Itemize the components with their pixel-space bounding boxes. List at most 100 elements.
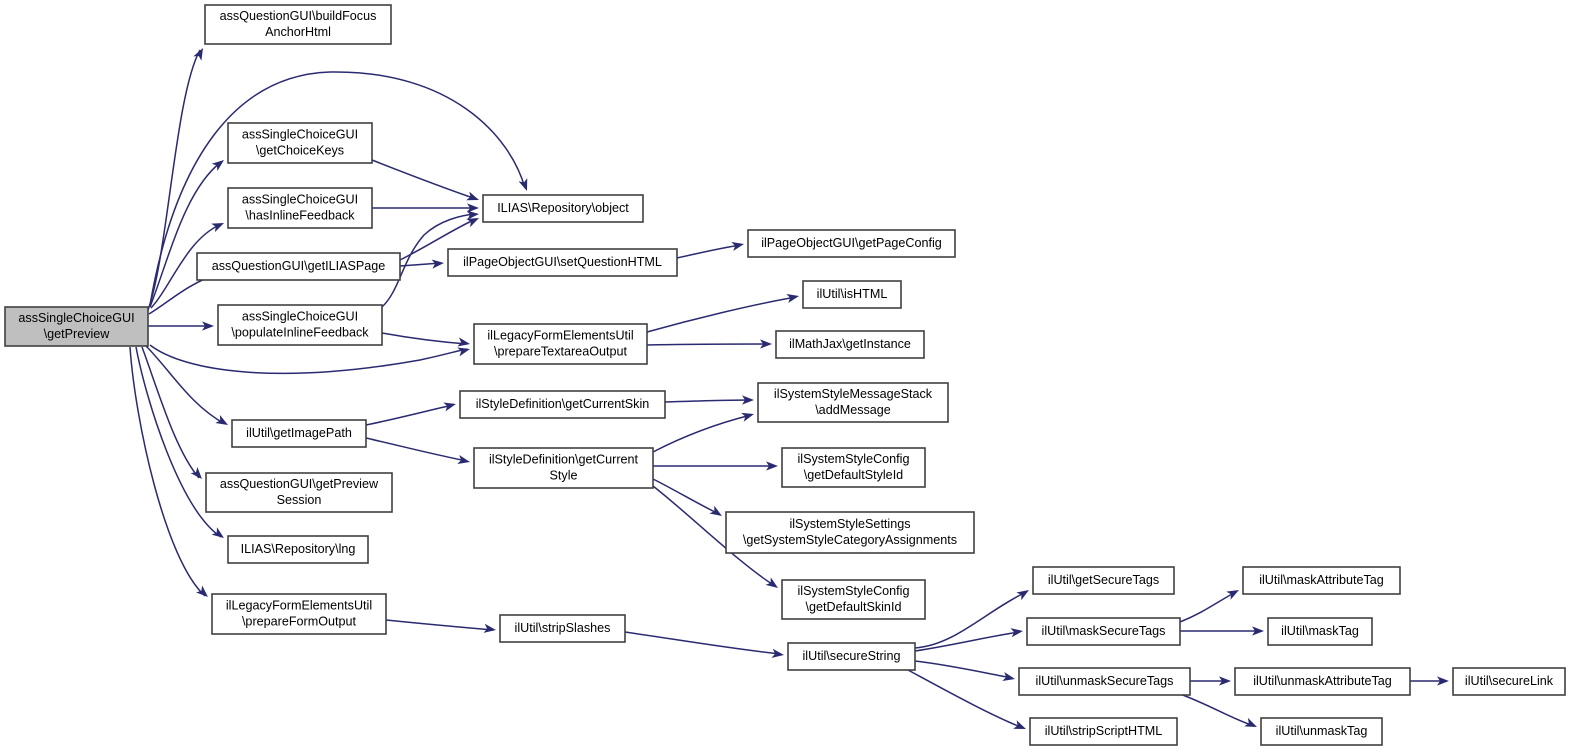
call-edge-getCurrentStyle-to-getDefaultSkinId <box>652 485 776 587</box>
call-edge-getPreview-to-getPreviewSession <box>141 346 200 479</box>
call-edge-maskSecureTags-to-maskAttributeTag <box>1179 591 1237 623</box>
call-graph-node-getChoiceKeys[interactable]: assSingleChoiceGUI\getChoiceKeys <box>227 122 373 164</box>
call-graph-node-secureString[interactable]: ilUtil\secureString <box>787 642 916 671</box>
node-box-getCurrentSkin[interactable] <box>459 390 666 419</box>
node-box-secureLink[interactable] <box>1452 667 1566 696</box>
arrowhead-populateInlineFeedback-to-object <box>466 210 479 220</box>
arrowhead-secureString-to-unmaskSecureTags <box>1002 672 1015 682</box>
node-box-maskAttributeTag[interactable] <box>1242 566 1401 595</box>
arrowhead-getCurrentStyle-to-getDefaultSkinId <box>765 577 778 588</box>
call-graph-node-secureLink[interactable]: ilUtil\secureLink <box>1452 667 1566 696</box>
call-edge-populateInlineFeedback-to-prepareTextareaOutput <box>381 332 468 345</box>
arrowhead-maskSecureTags-to-maskTag <box>1252 626 1264 636</box>
call-graph-node-unmaskTag[interactable]: ilUtil\unmaskTag <box>1260 717 1383 746</box>
call-edge-setQuestionHTML-to-getPageConfig <box>676 244 742 259</box>
call-graph-node-lng[interactable]: ILIAS\Repository\lng <box>227 535 369 564</box>
node-box-unmaskTag[interactable] <box>1260 717 1383 746</box>
arrowhead-prepareTextareaOutput-to-getInstance <box>760 339 772 349</box>
arrowhead-getPreview-to-hasInlineFeedback <box>211 223 224 233</box>
call-graph-node-addMessage[interactable]: ilSystemStyleMessageStack\addMessage <box>757 382 949 423</box>
node-box-maskTag[interactable] <box>1267 617 1373 646</box>
call-graph-node-getInstance[interactable]: ilMathJax\getInstance <box>775 330 925 359</box>
call-edge-getImagePath-to-getCurrentSkin <box>365 404 454 426</box>
call-graph-node-getDefaultSkinId[interactable]: ilSystemStyleConfig\getDefaultSkinId <box>781 579 926 620</box>
arrowhead-getILIASPage-to-object <box>466 218 479 228</box>
call-edge-getPreview-to-object <box>149 71 526 306</box>
node-box-getPreviewSession[interactable] <box>205 472 393 513</box>
call-graph-node-isHTML[interactable]: ilUtil\isHTML <box>802 280 902 309</box>
node-box-object[interactable] <box>482 194 644 223</box>
node-box-populateInlineFeedback[interactable] <box>217 304 383 346</box>
node-box-unmaskAttributeTag[interactable] <box>1234 667 1411 696</box>
node-box-setQuestionHTML[interactable] <box>447 248 678 277</box>
node-box-getPageConfig[interactable] <box>747 229 956 258</box>
call-edge-getPreview-to-getChoiceKeys <box>149 161 222 308</box>
call-edge-prepareTextareaOutput-to-isHTML <box>646 296 797 333</box>
arrowhead-stripSlashes-to-secureString <box>771 648 784 658</box>
node-box-stripSlashes[interactable] <box>499 614 626 643</box>
node-box-getSecureTags[interactable] <box>1032 566 1175 595</box>
call-graph-node-maskSecureTags[interactable]: ilUtil\maskSecureTags <box>1026 617 1181 646</box>
call-graph-node-unmaskSecureTags[interactable]: ilUtil\unmaskSecureTags <box>1018 667 1191 696</box>
call-edge-getImagePath-to-getCurrentStyle <box>365 437 468 462</box>
call-edge-secureString-to-unmaskSecureTags <box>914 660 1013 679</box>
call-graph-node-setQuestionHTML[interactable]: ilPageObjectGUI\setQuestionHTML <box>447 248 678 277</box>
call-graph-node-prepareFormOutput[interactable]: ilLegacyFormElementsUtil\prepareFormOutp… <box>211 593 387 635</box>
call-graph-node-unmaskAttributeTag[interactable]: ilUtil\unmaskAttributeTag <box>1234 667 1411 696</box>
call-graph-node-maskAttributeTag[interactable]: ilUtil\maskAttributeTag <box>1242 566 1401 595</box>
call-edge-unmaskSecureTags-to-unmaskTag <box>1179 693 1255 727</box>
node-box-getSystemStyleCategoryAssignments[interactable] <box>725 511 975 554</box>
node-box-getImagePath[interactable] <box>231 419 367 448</box>
node-box-getDefaultSkinId[interactable] <box>781 579 926 620</box>
call-graph-node-getDefaultStyleId[interactable]: ilSystemStyleConfig\getDefaultStyleId <box>781 447 926 488</box>
arrowhead-getPreview-to-lng <box>211 527 224 538</box>
call-edge-getCurrentSkin-to-addMessage <box>664 399 752 403</box>
arrowhead-unmaskSecureTags-to-unmaskAttributeTag <box>1219 676 1231 686</box>
node-box-stripScriptHTML[interactable] <box>1029 717 1178 746</box>
call-edge-getPreview-to-buildFocusAnchorHtml <box>147 49 201 311</box>
arrowhead-getPreview-to-getChoiceKeys <box>211 160 224 172</box>
node-box-getCurrentStyle[interactable] <box>473 447 654 489</box>
node-box-isHTML[interactable] <box>802 280 902 309</box>
node-box-getILIASPage[interactable] <box>196 252 401 281</box>
node-box-lng[interactable] <box>227 535 369 564</box>
call-graph-node-getCurrentSkin[interactable]: ilStyleDefinition\getCurrentSkin <box>459 390 666 419</box>
node-box-getDefaultStyleId[interactable] <box>781 447 926 488</box>
arrowhead-getPreview-to-object <box>518 178 528 191</box>
node-box-getInstance[interactable] <box>775 330 925 359</box>
node-box-maskSecureTags[interactable] <box>1026 617 1181 646</box>
node-box-getChoiceKeys[interactable] <box>227 122 373 164</box>
node-box-secureString[interactable] <box>787 642 916 671</box>
node-box-buildFocusAnchorHtml[interactable] <box>204 4 392 45</box>
node-box-getPreview[interactable] <box>4 306 149 347</box>
arrowhead-getILIASPage-to-setQuestionHTML <box>431 259 444 269</box>
arrowhead-hasInlineFeedback-to-object <box>467 203 479 213</box>
call-graph-node-getPageConfig[interactable]: ilPageObjectGUI\getPageConfig <box>747 229 956 258</box>
call-graph-node-maskTag[interactable]: ilUtil\maskTag <box>1267 617 1373 646</box>
call-edge-getCurrentStyle-to-addMessage <box>652 414 752 453</box>
call-edge-populateInlineFeedback-to-object <box>381 213 477 308</box>
call-graph-node-stripScriptHTML[interactable]: ilUtil\stripScriptHTML <box>1029 717 1178 746</box>
node-box-addMessage[interactable] <box>757 382 949 423</box>
call-graph-node-getILIASPage[interactable]: assQuestionGUI\getILIASPage <box>196 252 401 281</box>
call-graph-node-prepareTextareaOutput[interactable]: ilLegacyFormElementsUtil\prepareTextarea… <box>473 323 648 365</box>
node-box-hasInlineFeedback[interactable] <box>227 187 373 229</box>
call-graph-node-stripSlashes[interactable]: ilUtil\stripSlashes <box>499 614 626 643</box>
node-box-prepareFormOutput[interactable] <box>211 593 387 635</box>
call-graph-node-populateInlineFeedback[interactable]: assSingleChoiceGUI\populateInlineFeedbac… <box>217 304 383 346</box>
call-graph-node-getPreview[interactable]: assSingleChoiceGUI\getPreview <box>4 306 149 347</box>
call-graph-node-getSystemStyleCategoryAssignments[interactable]: ilSystemStyleSettings\getSystemStyleCate… <box>725 511 975 554</box>
call-edge-getILIASPage-to-object <box>399 218 477 261</box>
call-edge-getPreview-to-prepareFormOutput <box>129 346 206 597</box>
node-box-prepareTextareaOutput[interactable] <box>473 323 648 365</box>
call-graph-node-getSecureTags[interactable]: ilUtil\getSecureTags <box>1032 566 1175 595</box>
arrowhead-getCurrentStyle-to-getDefaultStyleId <box>766 461 778 471</box>
call-graph-node-hasInlineFeedback[interactable]: assSingleChoiceGUI\hasInlineFeedback <box>227 187 373 229</box>
call-graph-node-object[interactable]: ILIAS\Repository\object <box>482 194 644 223</box>
node-box-unmaskSecureTags[interactable] <box>1018 667 1191 696</box>
call-graph-node-getImagePath[interactable]: ilUtil\getImagePath <box>231 419 367 448</box>
